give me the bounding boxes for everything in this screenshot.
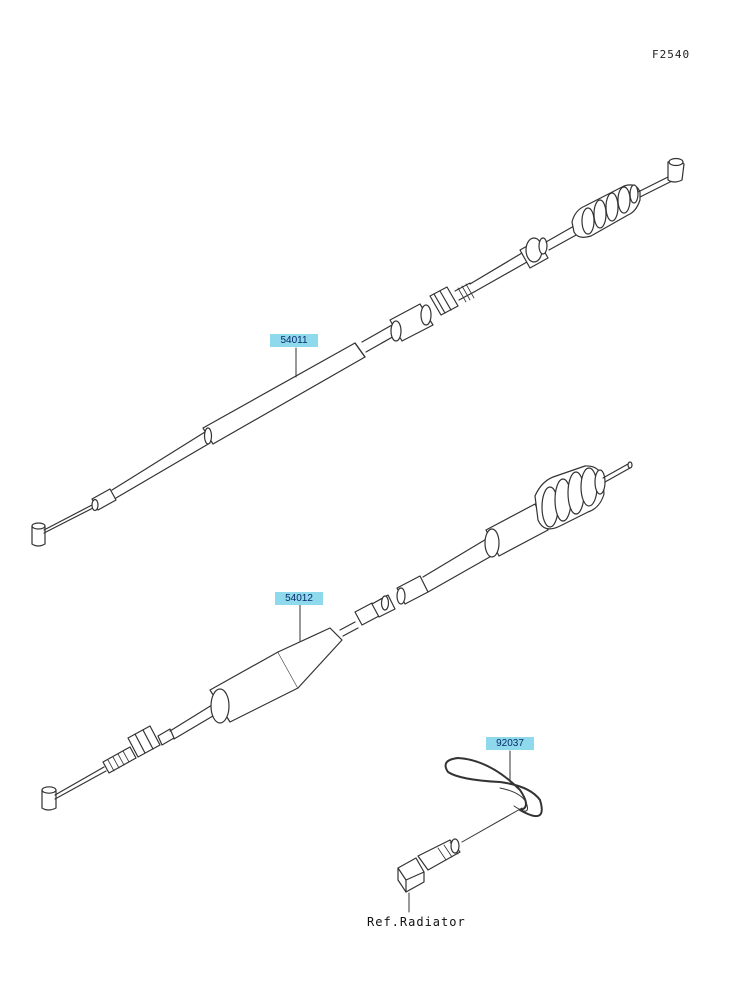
part-label-54011[interactable]: 54011 xyxy=(270,334,318,347)
clutch-cable-lower xyxy=(41,461,633,811)
part-label-92037[interactable]: 92037 xyxy=(486,737,534,750)
clutch-cable-upper xyxy=(31,157,685,547)
mounting-bolt xyxy=(397,838,461,893)
cable-clamp xyxy=(444,757,543,818)
leader-lines xyxy=(295,347,523,913)
reference-note: Ref.Radiator xyxy=(367,915,466,929)
part-label-54012[interactable]: 54012 xyxy=(275,592,323,605)
diagram-code: F2540 xyxy=(652,48,691,61)
